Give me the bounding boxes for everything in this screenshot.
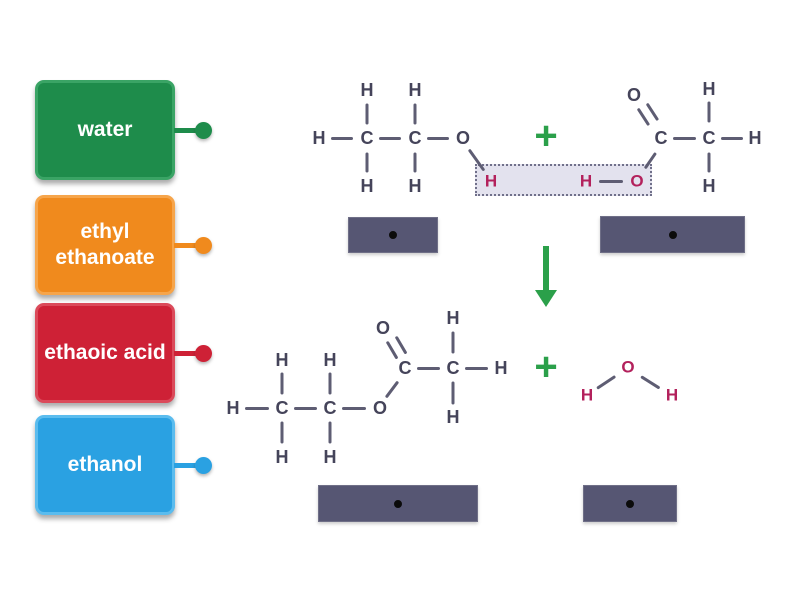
atom-C: C bbox=[398, 358, 412, 378]
connector-line bbox=[174, 351, 204, 356]
label-ethyl-ethanoate[interactable]: ethyl ethanoate bbox=[35, 195, 215, 295]
atom-C: C bbox=[446, 358, 460, 378]
connector-dot bbox=[195, 122, 212, 139]
bond bbox=[417, 366, 440, 370]
atom-C: C bbox=[654, 128, 668, 148]
dropzone-top-right[interactable] bbox=[600, 216, 745, 253]
bond bbox=[427, 136, 449, 140]
atom-O: O bbox=[455, 128, 471, 148]
atom-H: H bbox=[275, 447, 289, 467]
arrow-shaft bbox=[543, 246, 549, 291]
atom-H: H bbox=[323, 350, 337, 370]
atom-H: H bbox=[748, 128, 762, 148]
plus-icon: + bbox=[534, 114, 558, 158]
bond bbox=[245, 406, 269, 410]
dropzone-dot[interactable] bbox=[394, 499, 402, 508]
dropzone-dot[interactable] bbox=[389, 231, 397, 239]
dropzone-bottom-right[interactable] bbox=[583, 485, 677, 522]
label-ethanol[interactable]: ethanol bbox=[35, 415, 215, 515]
plus-icon: + bbox=[534, 345, 558, 389]
connector-dot bbox=[195, 457, 212, 474]
arrow-head bbox=[535, 290, 557, 307]
bond bbox=[673, 136, 696, 140]
connector-line bbox=[174, 128, 204, 133]
bond bbox=[596, 374, 616, 390]
atom-O: O bbox=[372, 398, 388, 418]
atom-H: H bbox=[408, 80, 422, 100]
atom-H: H bbox=[494, 358, 508, 378]
label-text[interactable]: water bbox=[35, 80, 175, 180]
bond bbox=[599, 179, 623, 183]
atom-O: O bbox=[621, 357, 635, 377]
atom-H: H bbox=[408, 176, 422, 196]
label-text[interactable]: ethaoic acid bbox=[35, 303, 175, 403]
atom-C: C bbox=[323, 398, 337, 418]
atom-H: H bbox=[360, 80, 374, 100]
connector-dot bbox=[195, 237, 212, 254]
dropzone-top-left[interactable] bbox=[348, 217, 438, 253]
dropzone-dot[interactable] bbox=[626, 499, 634, 508]
bond bbox=[640, 374, 661, 390]
atom-H: H bbox=[580, 385, 594, 405]
connector-line bbox=[174, 463, 204, 468]
atom-O: O bbox=[375, 318, 391, 338]
bond bbox=[342, 406, 366, 410]
atom-H: H bbox=[579, 171, 593, 191]
bond bbox=[465, 366, 488, 370]
atom-C: C bbox=[408, 128, 422, 148]
atom-C: C bbox=[702, 128, 716, 148]
atom-H: H bbox=[226, 398, 240, 418]
dropzone-bottom-left[interactable] bbox=[318, 485, 478, 522]
atom-H: H bbox=[312, 128, 326, 148]
bond bbox=[294, 406, 317, 410]
connector-line bbox=[174, 243, 204, 248]
atom-H: H bbox=[702, 176, 716, 196]
dropzone-dot[interactable] bbox=[668, 230, 677, 239]
atom-O: O bbox=[626, 85, 642, 105]
bond bbox=[721, 136, 743, 140]
atom-C: C bbox=[360, 128, 374, 148]
atom-H: H bbox=[446, 407, 460, 427]
atom-H: H bbox=[360, 176, 374, 196]
atom-H: H bbox=[665, 385, 679, 405]
atom-H: H bbox=[702, 79, 716, 99]
atom-H: H bbox=[484, 171, 498, 191]
atom-H: H bbox=[275, 350, 289, 370]
label-text[interactable]: ethyl ethanoate bbox=[35, 195, 175, 295]
label-water[interactable]: water bbox=[35, 80, 215, 180]
label-ethaoic-acid[interactable]: ethaoic acid bbox=[35, 303, 215, 403]
atom-O: O bbox=[630, 171, 644, 191]
connector-dot bbox=[195, 345, 212, 362]
label-text[interactable]: ethanol bbox=[35, 415, 175, 515]
bond bbox=[379, 136, 401, 140]
bond bbox=[331, 136, 353, 140]
atom-C: C bbox=[275, 398, 289, 418]
atom-H: H bbox=[446, 308, 460, 328]
atom-H: H bbox=[323, 447, 337, 467]
